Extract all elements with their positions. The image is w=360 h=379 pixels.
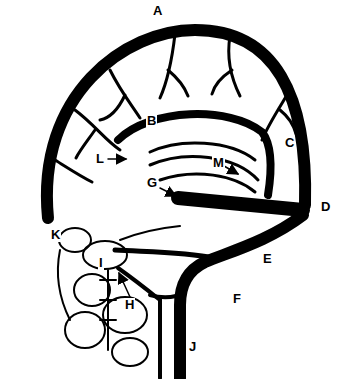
callout-letter: C <box>284 136 295 150</box>
callout-letter: L <box>95 152 105 166</box>
callout-letter: A <box>152 4 163 18</box>
callout-letter: B <box>146 114 157 128</box>
callout-letter: M <box>212 156 225 170</box>
callout-letter: F <box>232 292 242 306</box>
callout-letter: G <box>146 176 158 190</box>
callout-letter: J <box>188 340 197 354</box>
callout-letter: E <box>262 252 273 266</box>
callout-letter: H <box>124 298 135 312</box>
callout-letter: K <box>50 228 61 242</box>
callout-letter: D <box>320 200 331 214</box>
callout-letter: I <box>98 256 104 270</box>
